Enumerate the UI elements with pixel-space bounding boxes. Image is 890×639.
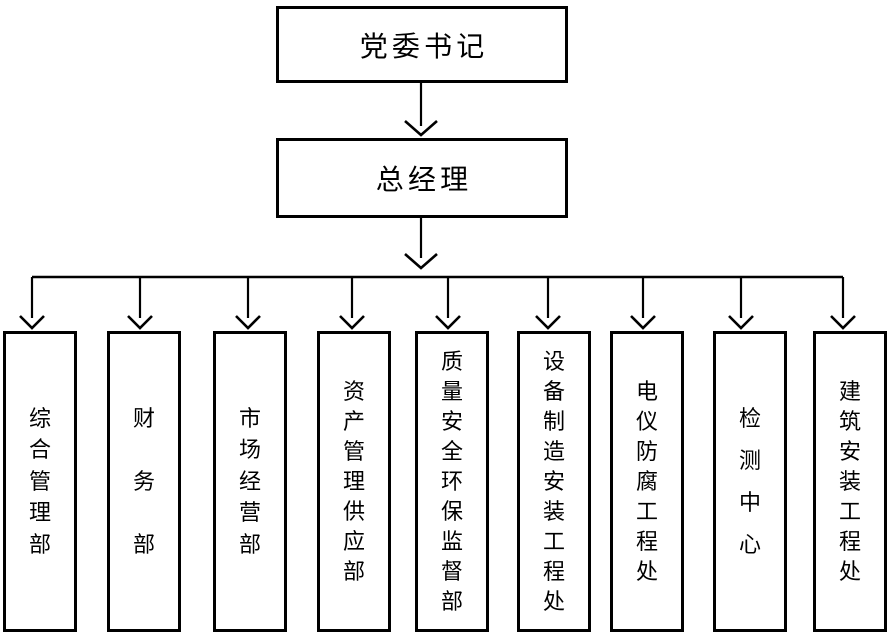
dept-label: 质量安全环保监督部 bbox=[440, 348, 463, 614]
dept-label: 综合管理部 bbox=[28, 405, 51, 557]
dept-box-electrical-instrument-anticorrosion: 电仪防腐工程处 bbox=[610, 331, 684, 632]
dept-box-equipment-manufacturing-installation: 设备制造安装工程处 bbox=[517, 331, 591, 632]
drop-arrow-4 bbox=[339, 277, 365, 330]
drop-arrow-7 bbox=[630, 277, 656, 330]
dept-box-finance: 财务部 bbox=[107, 331, 181, 632]
dept-label: 建筑安装工程处 bbox=[838, 378, 861, 584]
arrow-secretary-to-manager bbox=[404, 83, 438, 137]
dept-label: 电仪防腐工程处 bbox=[635, 378, 658, 584]
drop-arrow-9 bbox=[830, 277, 856, 330]
drop-arrow-3 bbox=[235, 277, 261, 330]
drop-arrow-6 bbox=[535, 277, 561, 330]
dept-box-testing-center: 检测中心 bbox=[713, 331, 787, 632]
node-label: 党委书记 bbox=[359, 31, 489, 63]
dept-box-quality-safety-environment-supervision: 质量安全环保监督部 bbox=[415, 331, 489, 632]
dept-box-comprehensive-management: 综合管理部 bbox=[3, 331, 77, 632]
drop-arrow-5 bbox=[435, 277, 461, 330]
drop-arrow-8 bbox=[728, 277, 754, 330]
arrow-manager-to-branch bbox=[404, 218, 438, 270]
dept-box-construction-installation: 建筑安装工程处 bbox=[813, 331, 887, 632]
node-party-committee-secretary: 党委书记 bbox=[276, 6, 568, 83]
drop-arrow-2 bbox=[127, 277, 153, 330]
dept-box-market-operations: 市场经营部 bbox=[213, 331, 287, 632]
node-general-manager: 总经理 bbox=[276, 138, 568, 218]
drop-arrow-1 bbox=[19, 277, 45, 330]
dept-label: 市场经营部 bbox=[238, 405, 261, 557]
dept-label: 检测中心 bbox=[738, 405, 761, 557]
dept-label: 设备制造安装工程处 bbox=[542, 348, 565, 614]
node-label: 总经理 bbox=[375, 165, 473, 196]
dept-box-asset-management-supply: 资产管理供应部 bbox=[317, 331, 391, 632]
dept-label: 资产管理供应部 bbox=[342, 378, 365, 584]
dept-label: 财务部 bbox=[132, 405, 155, 557]
